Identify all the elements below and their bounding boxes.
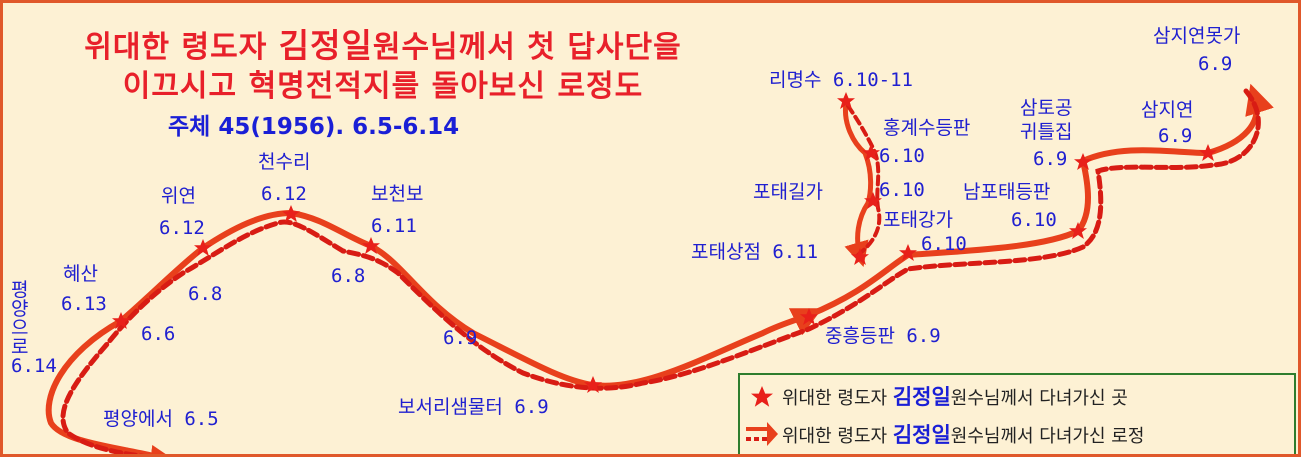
label-chonsuri: 천수리 xyxy=(258,151,311,173)
route-return xyxy=(340,88,1261,391)
star-potae-store xyxy=(851,248,869,265)
label-samtogong-2: 귀틀집 xyxy=(1020,121,1073,143)
label-bosori: 보서리샘물터 6.9 xyxy=(398,396,549,418)
label-wiyon: 위연 xyxy=(161,185,196,207)
star-rimyongsu xyxy=(837,92,855,109)
star-samjiyon xyxy=(1199,144,1217,161)
star-bosori xyxy=(584,376,602,393)
legend-row1-name: 김정일 xyxy=(892,385,951,409)
title-name: 김정일 xyxy=(278,26,373,65)
map-legend: 위대한 령도자 김정일원수님께서 다녀가신 곳 위대한 령도자 김정일원수님께서… xyxy=(738,373,1296,454)
legend-row1-text: 위대한 령도자 김정일원수님께서 다녀가신 곳 xyxy=(782,381,1128,411)
label-pyongyang-from: 평양에서 6.5 xyxy=(103,408,219,430)
label-pochonbo-6-8: 6.8 xyxy=(331,265,366,287)
label-honggyesu-date: 6.10 xyxy=(879,145,925,167)
map-date: 주체 45(1956). 6.5-6.14 xyxy=(168,114,460,140)
label-hyesan: 혜산 xyxy=(63,263,98,285)
star-wiyon xyxy=(194,239,212,256)
route-arrow-icon xyxy=(746,422,778,446)
label-hyesan-date: 6.13 xyxy=(61,293,107,315)
label-samtogong: 삼토공 xyxy=(1020,97,1073,119)
legend-row2-text: 위대한 령도자 김정일원수님께서 다녀가신 로정 xyxy=(782,419,1144,449)
star-nampotae xyxy=(1069,222,1087,239)
label-honggyesu: 홍계수등판 xyxy=(883,117,971,139)
route-return-2 xyxy=(60,219,346,454)
label-pyongyang-to: 평양으로6.14 xyxy=(11,279,57,377)
star-pochonbo xyxy=(362,237,380,254)
label-potae-river-date: 6.10 xyxy=(879,179,925,201)
route-outbound xyxy=(45,209,823,454)
star-hyesan xyxy=(112,312,130,329)
label-hyesan-6-8: 6.8 xyxy=(188,283,223,305)
label-potaegang: 포태강가 xyxy=(883,209,953,231)
legend-row1-pre: 위대한 령도자 xyxy=(782,388,893,409)
label-chonsuri-date: 6.12 xyxy=(261,183,307,205)
label-potae-river: 포태길가 xyxy=(753,181,823,203)
star-chonsuri xyxy=(282,205,300,222)
route-detour-rimyongsu-return xyxy=(844,101,882,257)
legend-row2-pre: 위대한 령도자 xyxy=(782,426,893,447)
label-nampotae: 남포태등판 xyxy=(963,181,1051,203)
star-icon xyxy=(751,386,773,407)
label-hyesan-6-6: 6.6 xyxy=(141,323,176,345)
label-samjiyon-pond-date: 6.9 xyxy=(1198,53,1233,75)
label-potae-store: 포태상점 6.11 xyxy=(691,241,819,263)
label-rimyongsu: 리명수 6.10-11 xyxy=(769,69,913,91)
map-title-line1: 위대한 령도자 김정일원수님께서 첫 답사단을 xyxy=(3,19,763,67)
stars xyxy=(112,92,1217,393)
route-detour-rimyongsu xyxy=(842,100,874,267)
title-pre: 위대한 령도자 xyxy=(84,30,279,65)
label-pochonbo: 보천보 xyxy=(371,183,424,205)
legend-row1-post: 원수님께서 다녀가신 곳 xyxy=(950,388,1128,409)
label-nampotae-date: 6.10 xyxy=(1011,209,1057,231)
label-segment-6-9: 6.9 xyxy=(443,327,478,349)
title-post: 원수님께서 첫 답사단을 xyxy=(372,30,682,65)
label-potaegang-date: 6.10 xyxy=(921,233,967,255)
star-honggyesu xyxy=(862,144,880,161)
legend-row2-name: 김정일 xyxy=(892,423,951,447)
label-wiyon-date: 6.12 xyxy=(159,217,205,239)
map-title-line2: 이끄시고 혁명전적지를 돌아보신 로정도 xyxy=(122,69,644,104)
legend-row-visited-place: 위대한 령도자 김정일원수님께서 다녀가신 곳 xyxy=(740,376,1128,416)
star-potae-river xyxy=(864,192,882,209)
label-junghung: 중흥등판 6.9 xyxy=(825,325,941,347)
label-samjiyon-pond: 삼지연못가 xyxy=(1153,25,1241,47)
label-samtogong-date: 6.9 xyxy=(1033,148,1068,170)
legend-row2-post: 원수님께서 다녀가신 로정 xyxy=(950,426,1145,447)
legend-row-route: 위대한 령도자 김정일원수님께서 다녀가신 로정 xyxy=(740,414,1144,454)
label-samjiyon: 삼지연 xyxy=(1141,99,1194,121)
star-potaegang xyxy=(899,244,917,261)
star-samtogong xyxy=(1074,153,1092,170)
label-samjiyon-date: 6.9 xyxy=(1158,125,1193,147)
route-map-canvas xyxy=(45,83,1274,454)
label-pochonbo-date: 6.11 xyxy=(371,215,417,237)
star-junghung xyxy=(800,308,818,325)
